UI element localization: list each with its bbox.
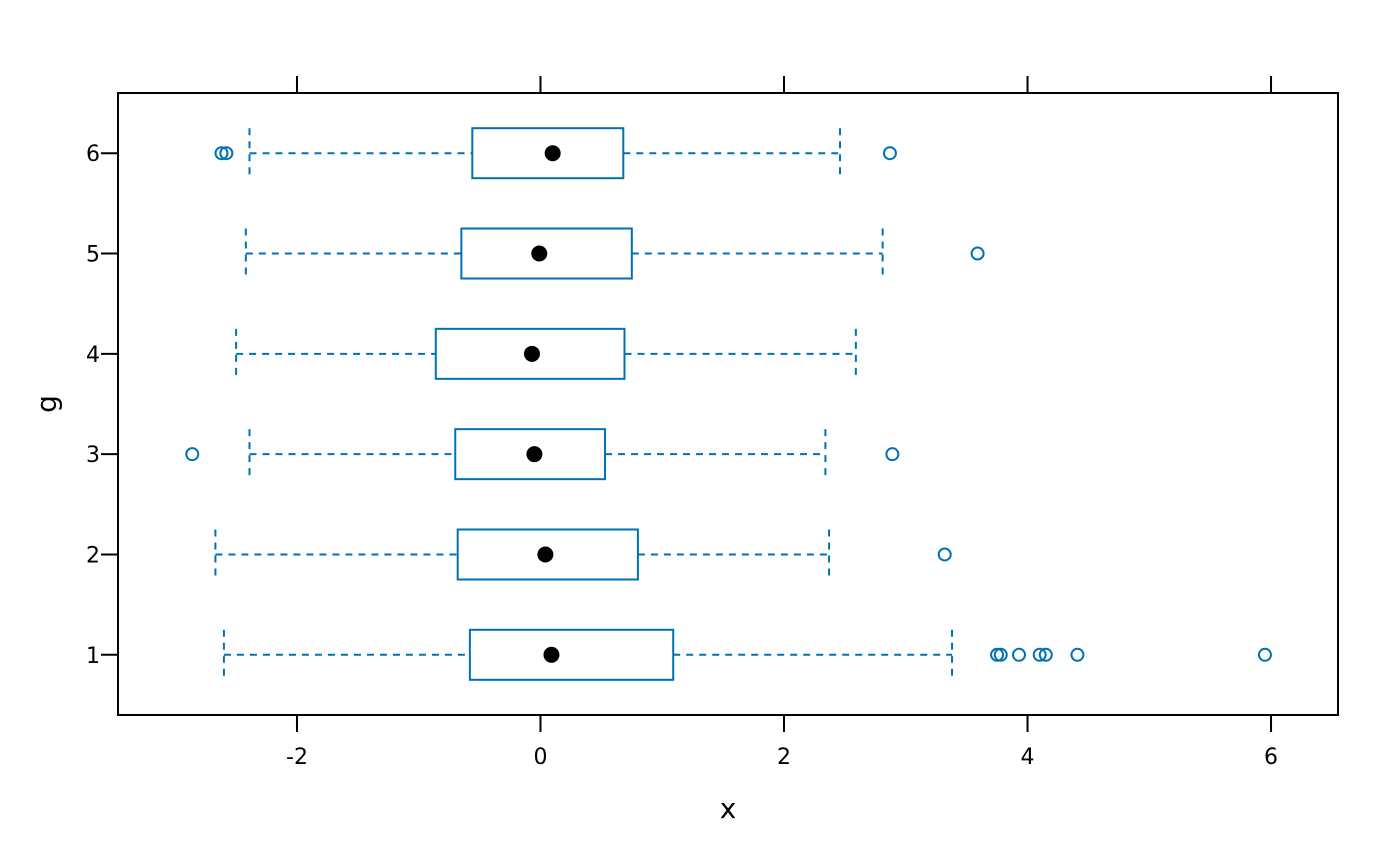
median-dot: [543, 646, 560, 663]
box: [456, 528, 639, 581]
median-dot: [544, 145, 561, 162]
y-tick-label: 5: [86, 243, 100, 268]
median-dot: [523, 345, 540, 362]
outlier-point: [219, 146, 234, 161]
outlier-point: [1011, 647, 1026, 662]
box: [454, 428, 607, 481]
outlier-point: [1257, 647, 1272, 662]
y-tick-label: 2: [86, 543, 100, 568]
x-tick-label: -2: [286, 745, 308, 770]
box-group-5: [244, 227, 985, 280]
box: [468, 628, 675, 681]
outlier-point: [885, 447, 900, 462]
outlier-point: [993, 647, 1008, 662]
top-axis-ticks: [295, 76, 1273, 93]
y-axis: 1 2 3 4 5 6: [86, 142, 118, 669]
y-tick-label: 6: [86, 142, 100, 167]
outlier-point: [937, 547, 952, 562]
median-dot: [526, 446, 543, 463]
outlier-point: [990, 647, 1005, 662]
outlier-point: [882, 146, 897, 161]
x-tick-label: 2: [777, 745, 791, 770]
box: [434, 327, 626, 380]
median-dot: [537, 546, 554, 563]
box-series: [185, 127, 1272, 681]
box-group-1: [222, 628, 1272, 681]
outlier-point: [970, 246, 985, 261]
outlier-point: [1070, 647, 1085, 662]
bottom-axis-ticks: [295, 715, 1273, 732]
outlier-point: [185, 447, 200, 462]
box-group-3: [185, 428, 900, 481]
outlier-point: [1032, 647, 1047, 662]
box: [460, 227, 633, 280]
median-dot: [531, 245, 548, 262]
y-tick-label: 1: [86, 644, 100, 669]
x-tick-label: 6: [1264, 745, 1278, 770]
x-tick-label: 0: [533, 745, 547, 770]
box-group-6: [214, 127, 897, 180]
x-tick-label: 4: [1021, 745, 1035, 770]
outlier-point: [214, 146, 229, 161]
x-axis-tick-labels: -2 0 2 4 6: [286, 745, 1278, 770]
x-axis-title: x: [720, 792, 737, 825]
box: [471, 127, 625, 180]
box-group-4: [235, 327, 857, 380]
outlier-point: [1038, 647, 1053, 662]
box-group-2: [214, 528, 952, 581]
plot-frame: [117, 92, 1339, 716]
y-tick-label: 3: [86, 443, 100, 468]
y-tick-label: 4: [86, 343, 100, 368]
y-axis-title: g: [30, 395, 63, 413]
